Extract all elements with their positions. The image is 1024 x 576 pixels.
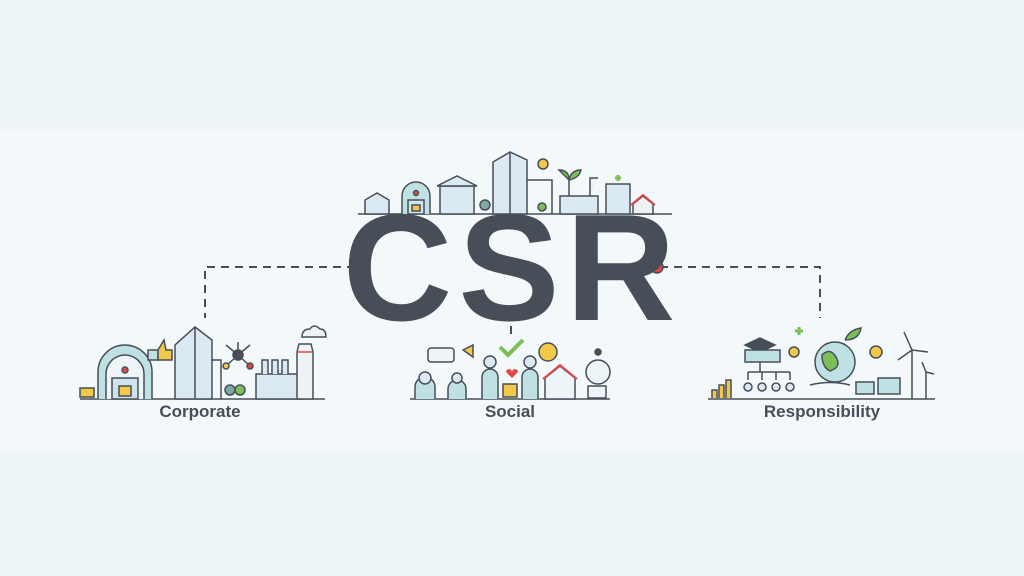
hospital-icon [605, 183, 631, 215]
smiley-icon [538, 342, 558, 362]
pillar-label-responsibility: Responsibility [763, 402, 881, 421]
cloud-icon [301, 325, 327, 338]
box-icon [502, 383, 518, 398]
heart-icon [506, 369, 518, 378]
pillar-label-corporate: Corporate [159, 402, 241, 421]
document-icon [587, 385, 607, 399]
chat-bubble-icon [427, 347, 455, 363]
office-tower-icon [174, 326, 213, 400]
handshake-icon [585, 359, 611, 385]
warehouse-icon [364, 192, 390, 215]
growth-bars-icon [711, 379, 732, 398]
checkmark-icon [498, 338, 525, 358]
sun-icon [537, 158, 549, 170]
wind-turbine-icon [897, 331, 929, 399]
left-connector [204, 266, 355, 318]
left-node-dot [351, 260, 365, 274]
right-node-dot [650, 260, 664, 274]
solar-panel-icon [855, 381, 875, 395]
csr-title: CSR [342, 183, 682, 353]
truck-icon [79, 387, 95, 398]
lightbulb-icon [788, 346, 800, 358]
megaphone-icon [461, 343, 474, 359]
sun-icon [869, 345, 883, 359]
factory-icon [559, 195, 599, 215]
right-connector [660, 266, 821, 318]
pillar-label-social: Social [484, 402, 536, 421]
volunteer-icon [481, 368, 499, 399]
